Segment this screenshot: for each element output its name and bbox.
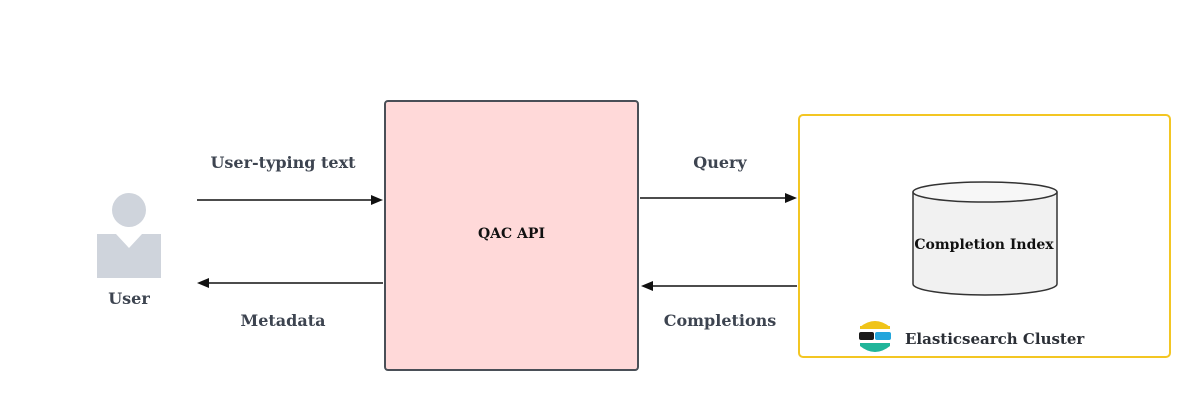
qac-api-title: QAC API xyxy=(477,226,545,242)
arrow-user-to-api xyxy=(197,195,383,205)
user-icon xyxy=(97,193,161,278)
user-label: User xyxy=(108,289,150,308)
label-user-typing-text: User-typing text xyxy=(210,153,356,172)
qac-api-box: QAC API xyxy=(384,100,639,371)
label-metadata: Metadata xyxy=(240,311,326,330)
arrow-cluster-to-api xyxy=(641,281,797,291)
arrow-api-to-cluster xyxy=(640,193,797,203)
database-cylinder-icon xyxy=(912,181,1058,296)
elasticsearch-logo-icon xyxy=(859,321,891,352)
label-completions: Completions xyxy=(663,311,777,330)
label-query: Query xyxy=(693,153,747,172)
elasticsearch-cluster-label: Elasticsearch Cluster xyxy=(905,330,1085,348)
completion-index-label: Completion Index xyxy=(914,237,1054,253)
arrow-api-to-user xyxy=(197,278,383,288)
